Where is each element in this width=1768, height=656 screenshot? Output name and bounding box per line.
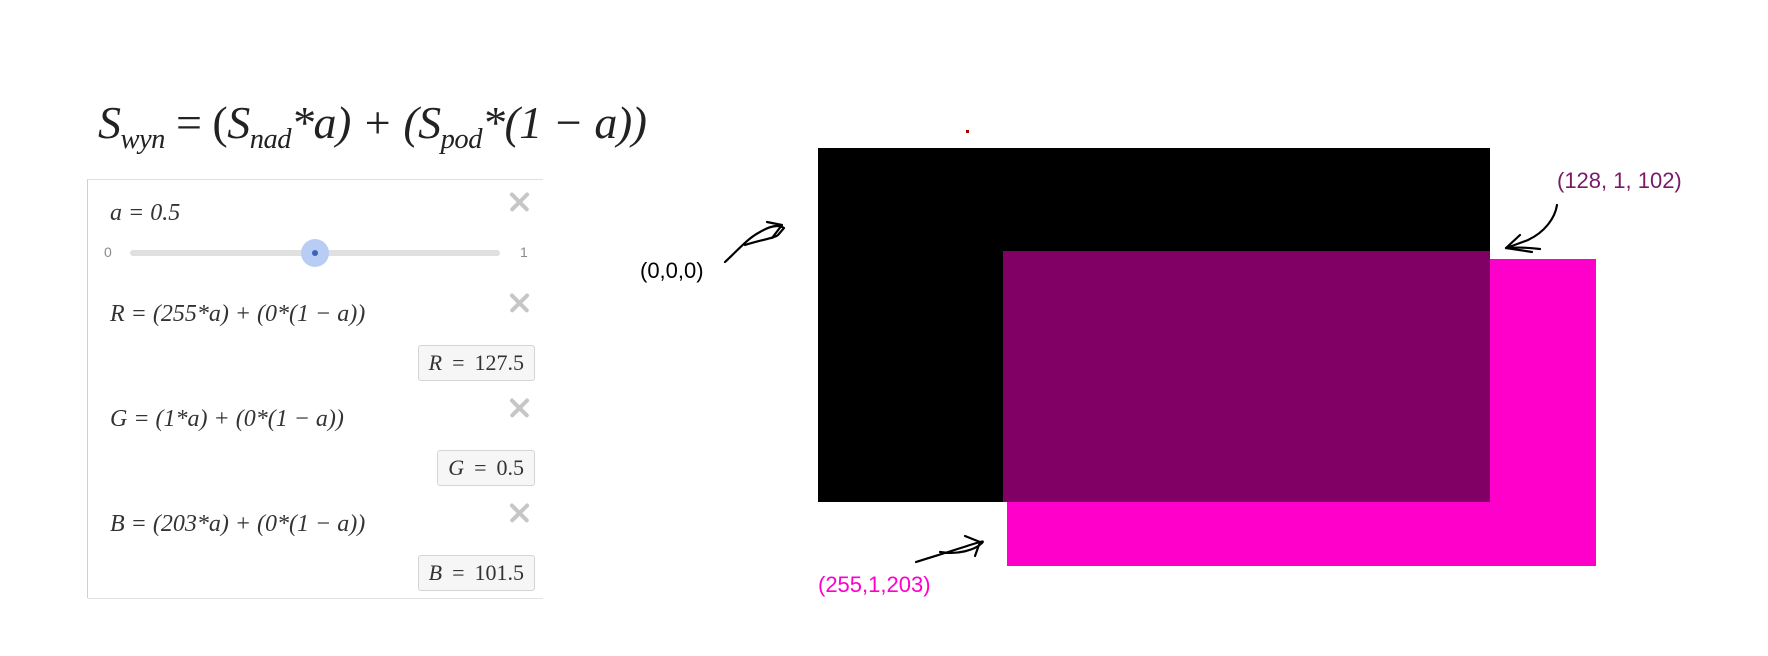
blended-color-label: (128, 1, 102) [1557, 168, 1682, 193]
arrow-icon [723, 220, 786, 264]
green-result-equals: = [474, 455, 487, 480]
slider-row[interactable]: a = 0.5 0 1 [88, 180, 543, 282]
slider-track[interactable] [130, 239, 500, 267]
black-color-label: (0,0,0) [640, 258, 704, 283]
close-icon[interactable] [505, 289, 533, 317]
row-red[interactable]: R = (255*a) + (0*(1 − a)) R = 127.5 [88, 281, 543, 387]
row-blue[interactable]: B = (203*a) + (0*(1 − a)) B = 101.5 [88, 491, 543, 599]
slider-handle[interactable] [301, 239, 329, 267]
formula-top-subscript: nad [249, 123, 292, 155]
red-result: R = 127.5 [417, 345, 535, 381]
blue-result-variable: B [428, 560, 443, 585]
green-result-variable: G [448, 455, 465, 480]
formula-bottom-symbol: S [418, 97, 441, 148]
arrow-icon [914, 534, 984, 564]
stray-dot [966, 130, 969, 133]
slider-max-label: 1 [520, 244, 528, 260]
green-result-value: 0.5 [496, 455, 525, 480]
magenta-color-label: (255,1,203) [818, 572, 931, 597]
blue-result-equals: = [452, 560, 465, 585]
blended-rectangle [1003, 251, 1490, 502]
blend-formula: Swyn = (Snad*a) + (Spod*(1 − a)) [98, 96, 647, 156]
red-result-equals: = [452, 350, 465, 375]
red-result-value: 127.5 [474, 350, 525, 375]
slider-expression[interactable]: a = 0.5 [110, 200, 181, 226]
formula-result-subscript: wyn [120, 123, 166, 155]
green-result: G = 0.5 [437, 450, 535, 486]
green-expression[interactable]: G = (1*a) + (0*(1 − a)) [110, 406, 344, 432]
close-icon[interactable] [505, 188, 533, 216]
formula-bottom-subscript: pod [440, 123, 483, 155]
formula-top-symbol: S [227, 97, 250, 148]
row-green[interactable]: G = (1*a) + (0*(1 − a)) G = 0.5 [88, 386, 543, 492]
algebra-panel: a = 0.5 0 1 R = (255*a) + (0*(1 − a)) R =… [87, 179, 543, 599]
formula-top-tail: *a) + ( [290, 97, 419, 148]
blue-result: B = 101.5 [417, 555, 535, 591]
red-expression[interactable]: R = (255*a) + (0*(1 − a)) [110, 301, 366, 327]
formula-result-symbol: S [98, 97, 121, 148]
close-icon[interactable] [505, 499, 533, 527]
close-icon[interactable] [505, 394, 533, 422]
formula-equals: = ( [164, 97, 228, 148]
blue-result-value: 101.5 [474, 560, 525, 585]
slider-min-label: 0 [104, 244, 112, 260]
red-result-variable: R [428, 350, 443, 375]
blue-expression[interactable]: B = (203*a) + (0*(1 − a)) [110, 511, 366, 537]
arrow-icon [1504, 203, 1559, 254]
formula-bottom-tail: *(1 − a)) [481, 97, 647, 148]
